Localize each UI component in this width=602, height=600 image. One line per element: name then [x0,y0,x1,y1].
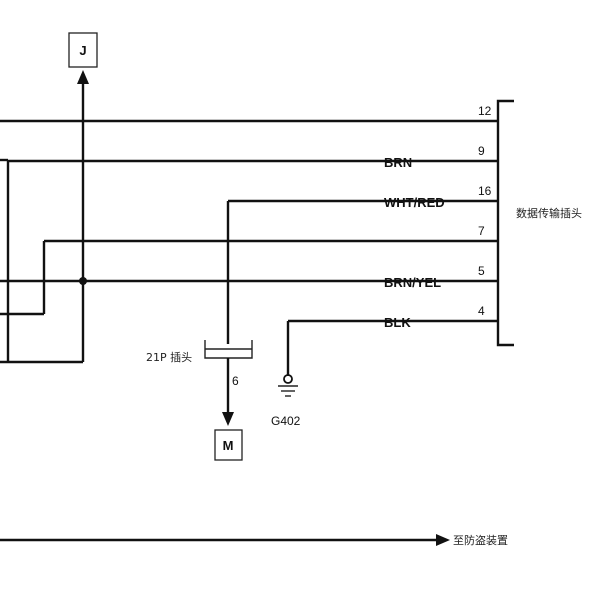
wire-color-brn: BRN [384,155,412,170]
ground-icon [278,374,298,397]
wire-color-wht-red: WHT/RED [384,195,445,210]
connector-m-label: M [223,438,234,453]
pin-16-label: 16 [478,184,492,198]
pin-5-label: 5 [478,264,485,278]
wire-color-brn-yel: BRN/YEL [384,275,441,290]
arrow-to-immobilizer-icon [436,534,450,546]
data-link-connector-label: 数据传输插头 [516,206,582,220]
ground-label: G402 [271,414,301,428]
immobilizer-label: 至防盗装置 [453,533,508,547]
arrow-to-j-icon [77,70,89,84]
pin-21p-label: 6 [232,374,239,388]
pin-7-label: 7 [478,224,485,238]
pin-12-label: 12 [478,104,492,118]
connector-21p-label: 21P 插头 [146,350,192,364]
data-link-connector-bracket [496,99,514,347]
wire-color-blk: BLK [384,315,411,330]
connector-j-label: J [79,43,86,58]
pin-9-label: 9 [478,144,485,158]
arrow-to-m-icon [222,412,234,426]
connector-j: J [68,32,98,68]
pin-4-label: 4 [478,304,485,318]
splice-dot [79,277,87,285]
connector-m: M [214,429,243,461]
